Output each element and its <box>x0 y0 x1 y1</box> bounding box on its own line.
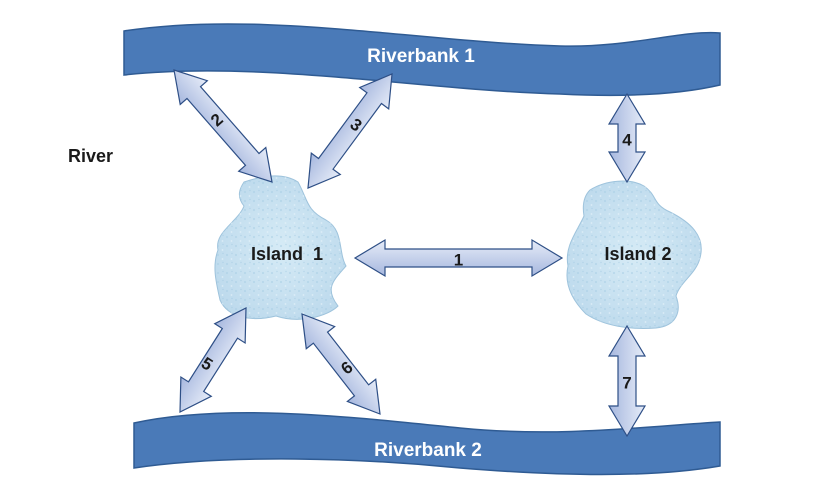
bridge-2: 2 <box>173 69 273 183</box>
island-2: Island 2 <box>566 180 702 329</box>
island-2-label: Island 2 <box>604 244 671 264</box>
island-1: Island 1 <box>214 175 347 320</box>
bridge-1-label: 1 <box>454 251 463 270</box>
bridge-5-arrow <box>179 307 247 413</box>
riverbank-1: Riverbank 1 <box>123 23 721 97</box>
island-1-texture <box>214 175 346 320</box>
riverbank-1-shape <box>123 23 721 97</box>
riverbank-2-shape <box>133 411 721 476</box>
bridge-7: 7 <box>607 324 647 438</box>
island-2-texture <box>566 181 702 329</box>
riverbank-2: Riverbank 2 <box>133 411 721 476</box>
bridge-4-arrow <box>607 92 647 184</box>
bridge-7-label: 7 <box>622 374 631 393</box>
river-label: River <box>68 146 113 166</box>
bridge-6-arrow <box>301 313 381 415</box>
bridge-2-arrow <box>173 69 273 183</box>
bridge-4-label: 4 <box>622 131 632 150</box>
bridge-4: 4 <box>607 92 647 184</box>
bridge-6: 6 <box>301 313 381 415</box>
riverbank-1-label: Riverbank 1 <box>367 46 475 67</box>
bridge-1: 1 <box>353 238 564 278</box>
bridge-5: 5 <box>179 307 247 413</box>
bridge-3-arrow <box>307 73 393 189</box>
bridge-1-arrow <box>353 238 564 278</box>
bridge-7-arrow <box>607 324 647 438</box>
bridge-3: 3 <box>307 73 393 189</box>
island-1-label: Island 1 <box>251 244 323 264</box>
riverbank-2-label: Riverbank 2 <box>374 440 482 461</box>
